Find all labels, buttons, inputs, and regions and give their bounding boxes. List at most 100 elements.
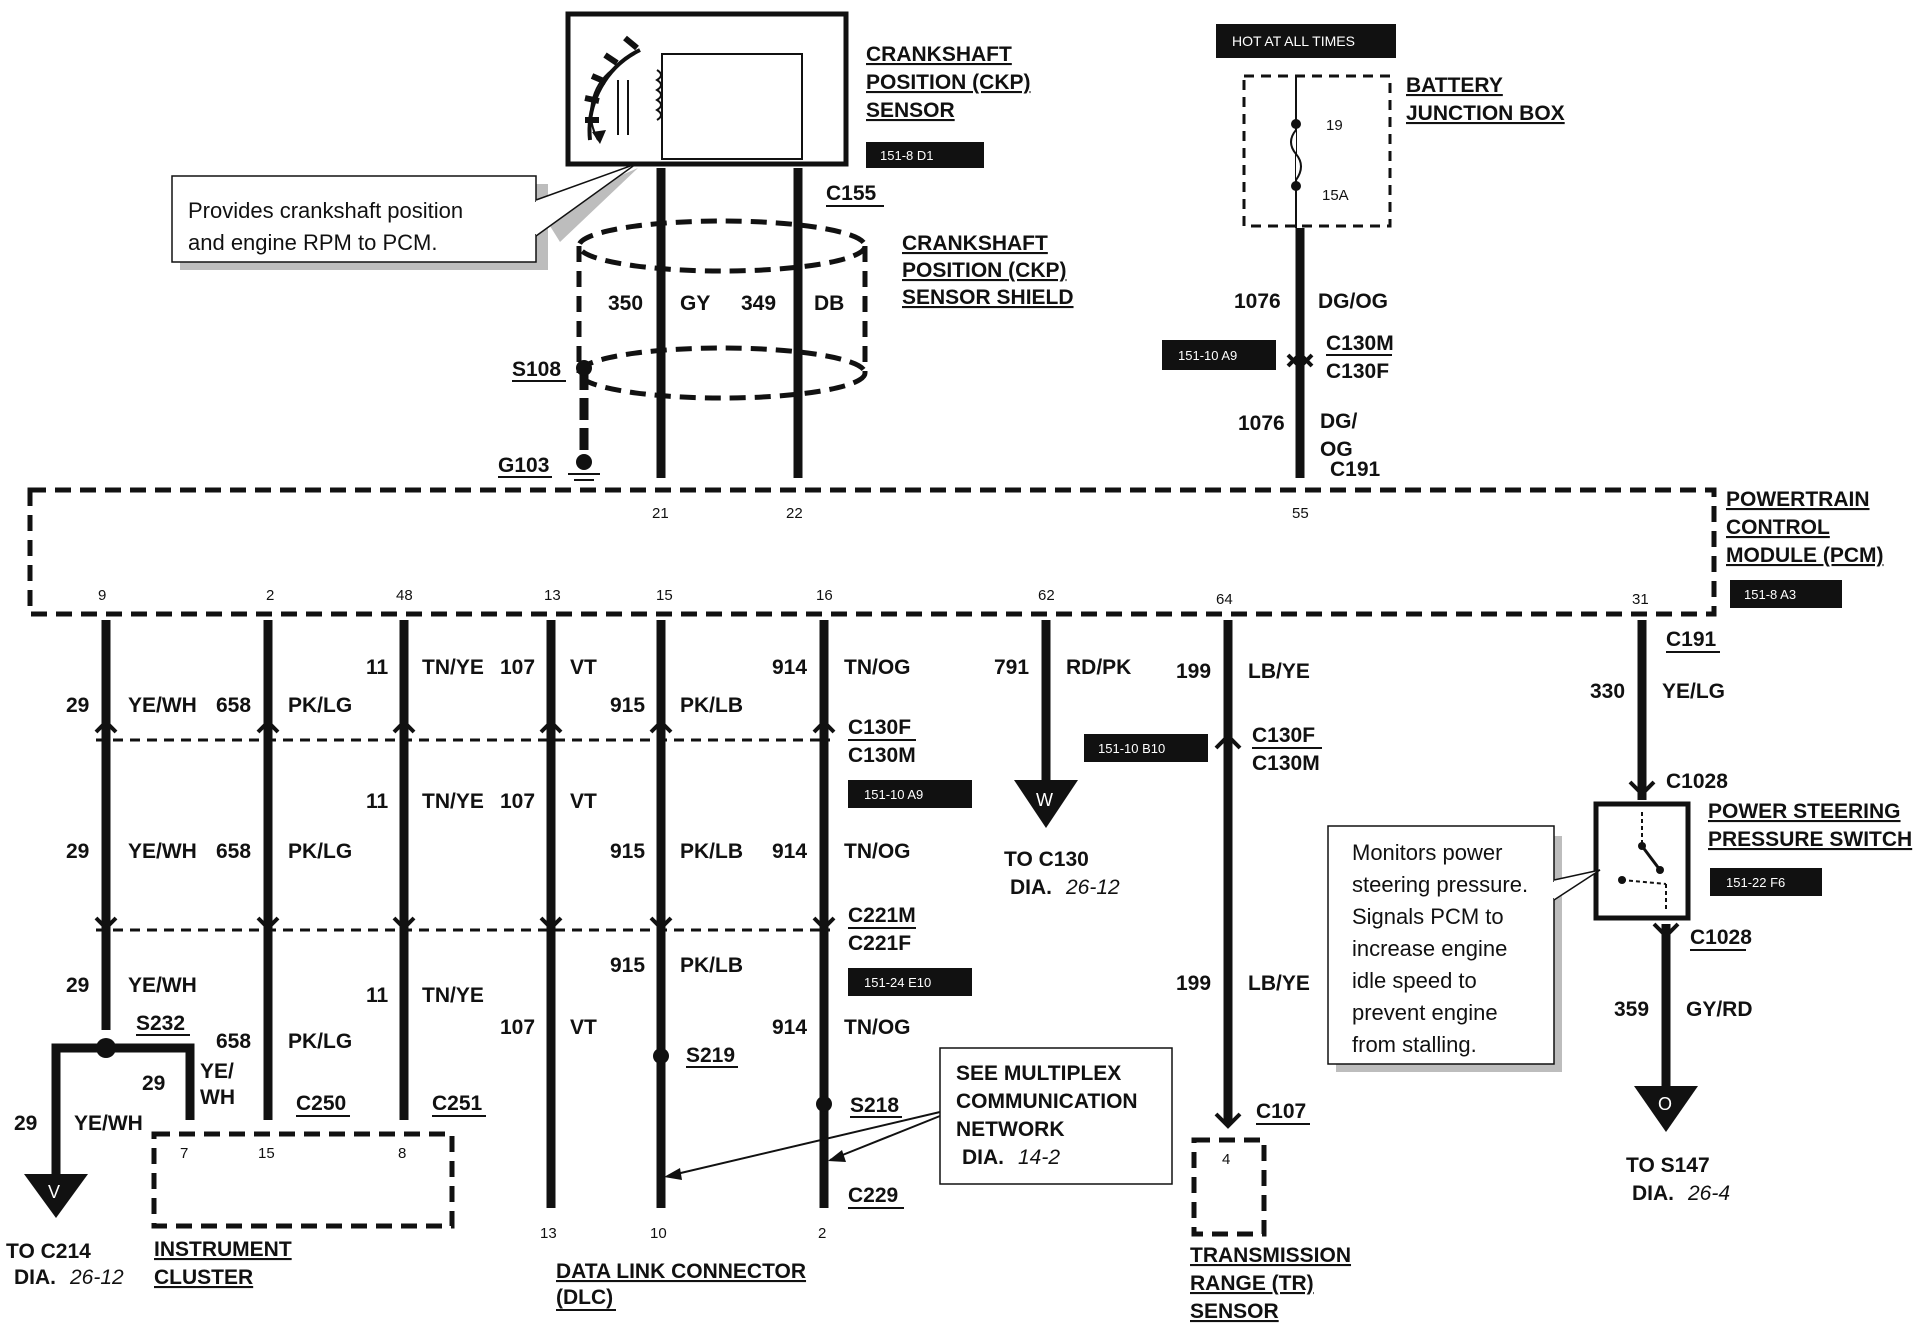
- wire-658-num-3: 658: [216, 1030, 251, 1053]
- multiplex-line3: NETWORK: [956, 1118, 1065, 1141]
- ckp-note: Provides crankshaft position and engine …: [171, 163, 638, 270]
- destination-w-dia: DIA.: [1010, 876, 1052, 899]
- wire-658-color-1: PK/LG: [288, 694, 352, 717]
- connector-c130m-top: C130M: [1326, 332, 1394, 355]
- wire-29-color-1: YE/WH: [128, 694, 197, 717]
- wire-330-num: 330: [1590, 680, 1625, 703]
- wire-29-color-3: YE/WH: [128, 974, 197, 997]
- pcm-pin-31: 31: [1632, 591, 1649, 608]
- ps-ref: 151-22 F6: [1726, 875, 1785, 890]
- connector-c130f-left: C130F: [848, 716, 911, 739]
- pcm-pin-48: 48: [396, 587, 413, 604]
- dlc-label-line2: (DLC): [556, 1286, 613, 1309]
- c221-ref: 151-24 E10: [864, 975, 931, 990]
- wire-915-num-3: 915: [610, 954, 645, 977]
- ckp-sensor-label: CRANKSHAFT POSITION (CKP) SENSOR: [866, 43, 1031, 122]
- wire-1076-color-2b: OG: [1320, 438, 1353, 461]
- wire-658-color-3: PK/LG: [288, 1030, 352, 1053]
- destination-w-icon: [1014, 780, 1078, 828]
- wire-199-num-2: 199: [1176, 972, 1211, 995]
- wire-350-color: GY: [680, 292, 710, 315]
- ic-label-line1: INSTRUMENT: [154, 1238, 292, 1261]
- pcm-label: POWERTRAIN CONTROL MODULE (PCM): [1726, 488, 1883, 567]
- multiplex-line1: SEE MULTIPLEX: [956, 1062, 1121, 1085]
- ps-note: Monitors power steering pressure. Signal…: [1327, 825, 1601, 1072]
- pcm-pin-22: 22: [786, 505, 803, 522]
- wire-29-num-1: 29: [66, 694, 89, 717]
- hot-at-all-times: HOT AT ALL TIMES: [1232, 33, 1355, 49]
- ckp-shield-label: CRANKSHAFT POSITION (CKP) SENSOR SHIELD: [902, 232, 1074, 309]
- ckp-sensor: [565, 11, 849, 167]
- wire-107-num-3: 107: [500, 1016, 535, 1039]
- splice-s219-label: S219: [686, 1044, 735, 1067]
- destination-o-icon: [1634, 1086, 1698, 1132]
- ic-pin-8: 8: [398, 1145, 406, 1162]
- wire-107-color-3: VT: [570, 1016, 597, 1039]
- wire-29-color-4b: WH: [200, 1086, 235, 1109]
- wire-914-num-2: 914: [772, 840, 807, 863]
- multiplex-dia-num: 14-2: [1018, 1146, 1060, 1169]
- splice-s218: [816, 1096, 832, 1112]
- wire-791-color: RD/PK: [1066, 656, 1131, 679]
- dlc-pin-10: 10: [650, 1225, 667, 1242]
- connector-c155: C155: [826, 182, 877, 205]
- connector-c1028-top: C1028: [1666, 770, 1728, 793]
- wire-11-color-3: TN/YE: [422, 984, 484, 1007]
- wire-1076-num-1: 1076: [1234, 290, 1281, 313]
- ckp-note-line1: Provides crankshaft position: [188, 198, 463, 223]
- instrument-cluster: [151, 1131, 455, 1229]
- wire-107-num-1: 107: [500, 656, 535, 679]
- ckp-ref: 151-8 D1: [880, 148, 933, 163]
- ground-g103-label: G103: [498, 454, 549, 477]
- wire-199-color-1: LB/YE: [1248, 660, 1310, 683]
- wire-29-color-4a: YE/: [200, 1060, 234, 1083]
- wire-1076-num-2: 1076: [1238, 412, 1285, 435]
- wire-330-color: YE/LG: [1662, 680, 1725, 703]
- splice-s218-label: S218: [850, 1094, 899, 1117]
- ps-note-line5: idle speed to: [1352, 968, 1477, 993]
- splice-s108-label: S108: [512, 358, 561, 381]
- ckp-shield: [576, 218, 868, 401]
- pcm-pin-15: 15: [656, 587, 673, 604]
- destination-v-letter: V: [48, 1182, 60, 1202]
- wire-915-color-2: PK/LB: [680, 840, 743, 863]
- connector-c191-top: C191: [1330, 458, 1381, 481]
- pcm-pin-21: 21: [652, 505, 669, 522]
- ps-note-line7: from stalling.: [1352, 1032, 1477, 1057]
- pcm-pin-16: 16: [816, 587, 833, 604]
- connector-c191-right: C191: [1666, 628, 1717, 651]
- wire-915-num-2: 915: [610, 840, 645, 863]
- destination-o-num: 26-4: [1687, 1182, 1730, 1205]
- wire-915-color-3: PK/LB: [680, 954, 743, 977]
- destination-w-num: 26-12: [1065, 876, 1120, 899]
- ic-pin-15: 15: [258, 1145, 275, 1162]
- dlc-pin-13: 13: [540, 1225, 557, 1242]
- wire-914-color-1: TN/OG: [844, 656, 911, 679]
- destination-v-to: TO C214: [6, 1240, 91, 1263]
- wire-29-branch: [51, 1043, 195, 1190]
- pcm-module: [27, 487, 1717, 617]
- ic-pin-7: 7: [180, 1145, 188, 1162]
- wire-349-color: DB: [814, 292, 844, 315]
- wire-11-num-3: 11: [366, 984, 389, 1007]
- ps-label-line1: POWER STEERING: [1708, 800, 1901, 823]
- pcm-pin-9: 9: [98, 587, 106, 604]
- wire-11-color-1: TN/YE: [422, 656, 484, 679]
- shield-label-line1: CRANKSHAFT: [902, 232, 1048, 255]
- pcm-label-line1: POWERTRAIN: [1726, 488, 1870, 511]
- ps-note-line4: increase engine: [1352, 936, 1507, 961]
- destination-o-dia: DIA.: [1632, 1182, 1674, 1205]
- connector-c251: C251: [432, 1092, 483, 1115]
- wire-107-color-2: VT: [570, 790, 597, 813]
- pcm-ref: 151-8 A3: [1744, 587, 1796, 602]
- wire-29-num-2: 29: [66, 840, 89, 863]
- fuse-rating: 15A: [1322, 187, 1349, 204]
- wire-29-num-4: 29: [142, 1072, 165, 1095]
- wire-29-num-5: 29: [14, 1112, 37, 1135]
- wire-359-num: 359: [1614, 998, 1649, 1021]
- connector-c221m: C221M: [848, 904, 916, 927]
- ps-note-line3: Signals PCM to: [1352, 904, 1504, 929]
- wire-350-num: 350: [608, 292, 643, 315]
- pcm-pin-2: 2: [266, 587, 274, 604]
